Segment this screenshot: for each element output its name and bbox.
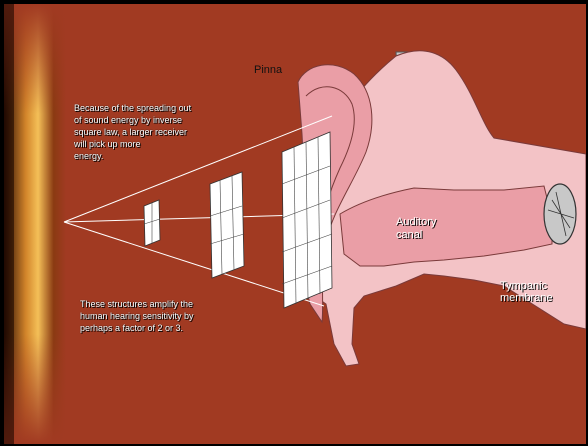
amplify-annotation-line: These structures amplify the: [80, 298, 290, 310]
energy-annotation-line: will pick up more: [74, 138, 274, 150]
tympanic-membrane-label: Tympanic membrane: [500, 280, 553, 304]
auditory-canal-label-line: canal: [396, 229, 436, 242]
energy-annotation: Because of the spreading out of sound en…: [74, 102, 274, 162]
energy-annotation-line: of sound energy by inverse: [74, 114, 274, 126]
amplify-annotation: These structures amplify the human heari…: [80, 298, 290, 334]
energy-annotation-line: energy.: [74, 150, 274, 162]
pinna-label: Pinna: [254, 64, 282, 76]
tympanic-membrane-label-line: Tympanic: [500, 280, 553, 292]
energy-annotation-line: square law, a larger receiver: [74, 126, 274, 138]
auditory-canal-label: Auditory canal: [396, 216, 436, 242]
amplify-annotation-line: human hearing sensitivity by: [80, 310, 290, 322]
slide: Because of the spreading out of sound en…: [3, 3, 587, 445]
auditory-canal-label-line: Auditory: [396, 216, 436, 229]
amplify-annotation-line: perhaps a factor of 2 or 3.: [80, 322, 290, 334]
energy-annotation-line: Because of the spreading out: [74, 102, 274, 114]
tympanic-membrane-label-line: membrane: [500, 292, 553, 304]
wavefront-medium: [210, 172, 244, 278]
ear-diagram: [4, 4, 586, 444]
